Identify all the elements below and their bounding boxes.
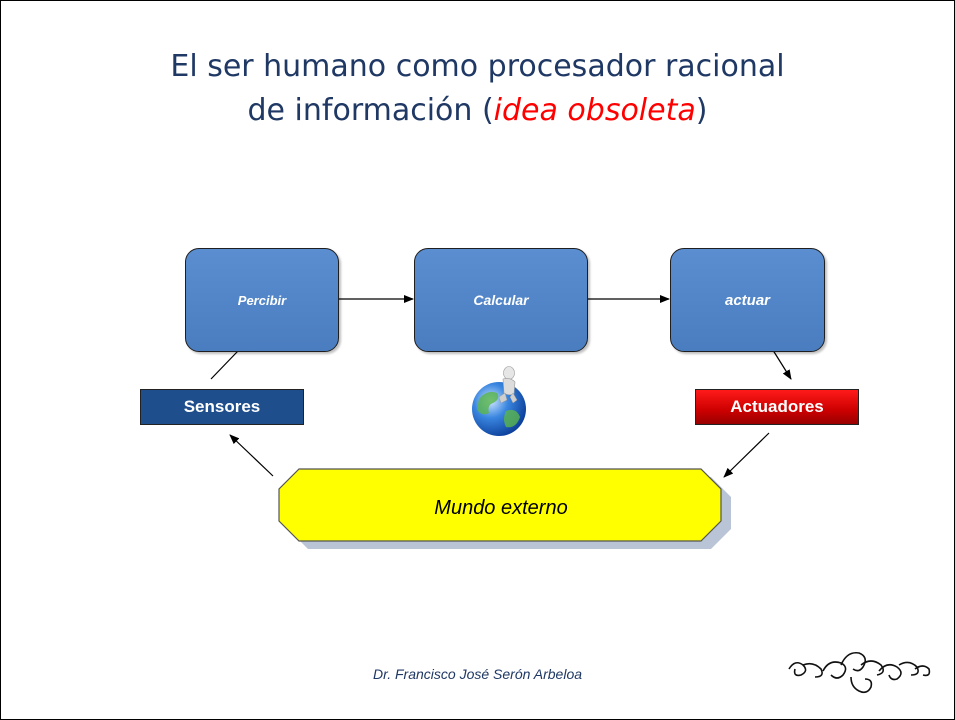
arrow-mundo-sensores bbox=[229, 434, 274, 477]
percibir-label: Percibir bbox=[237, 292, 287, 308]
title-line-2: de información (idea obsoleta) bbox=[1, 89, 954, 133]
percibir-box: Percibir bbox=[185, 248, 339, 352]
sensores-box: Sensores bbox=[140, 389, 304, 425]
title-emphasis: idea obsoleta bbox=[493, 93, 696, 128]
thinker-on-globe-icon bbox=[472, 366, 526, 436]
sensores-label: Sensores bbox=[183, 397, 261, 416]
mundo-externo-label: Mundo externo bbox=[434, 496, 568, 519]
title-line-1: El ser humano como procesador racional bbox=[170, 49, 785, 84]
actuar-label: actuar bbox=[724, 291, 771, 309]
calcular-label: Calcular bbox=[473, 292, 529, 308]
footer-author: Dr. Francisco José Serón Arbeloa bbox=[372, 666, 583, 682]
calcular-box: Calcular bbox=[414, 248, 588, 352]
actuar-box: actuar bbox=[670, 248, 825, 352]
arrow-actuadores-mundo bbox=[723, 432, 770, 478]
title-line-2-suffix: ) bbox=[695, 93, 708, 128]
mundo-externo-shape bbox=[278, 468, 722, 542]
title-line-2-prefix: de información ( bbox=[247, 93, 494, 128]
slide-title: El ser humano como procesador racional d… bbox=[1, 45, 954, 133]
actuadores-box: Actuadores bbox=[695, 389, 859, 425]
actuadores-label: Actuadores bbox=[730, 397, 824, 416]
ornament-flourish-icon bbox=[788, 651, 931, 694]
